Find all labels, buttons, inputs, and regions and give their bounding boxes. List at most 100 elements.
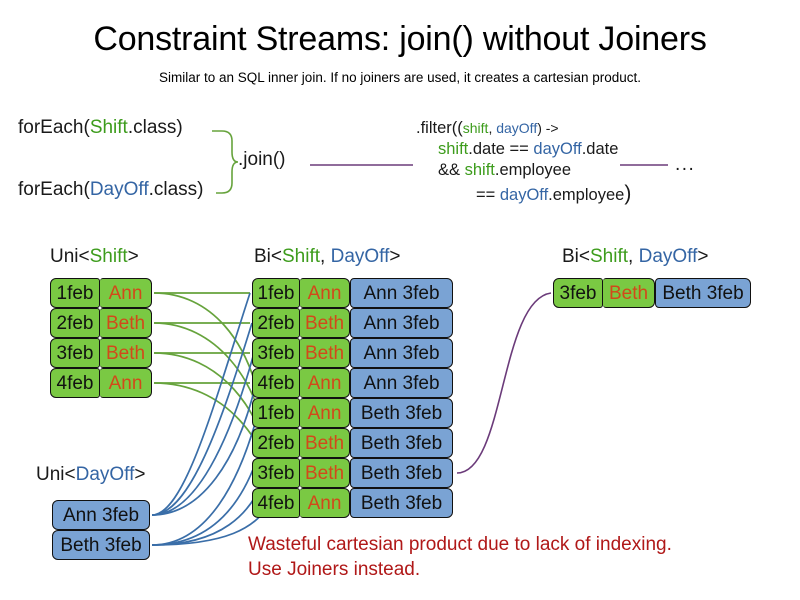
table-row[interactable]: 1feb Ann [50,278,152,308]
table-row[interactable]: 2feb Beth Beth 3feb [252,428,453,458]
list-item[interactable]: Ann 3feb [52,500,150,530]
table-row[interactable]: 4feb Ann Ann 3feb [252,368,453,398]
uni-dayoff-type: DayOff [75,464,135,485]
filter-line-2: shift.date == dayOff.date [416,139,631,160]
table-row[interactable]: 1feb Ann Ann 3feb [252,278,453,308]
filter-l1-b: ) -> [537,120,559,136]
bi-right-type2: DayOff [638,246,698,267]
shift-name-cell: Ann [300,368,350,398]
bi-right-type1: Shift [590,246,629,267]
table-row[interactable]: 3feb Beth [50,338,152,368]
bi-mid-prefix: Bi< [254,246,282,267]
table-row[interactable]: 3feb Beth Beth 3feb [553,278,751,308]
bi-mid-type1: Shift [282,246,321,267]
ellipsis-continuation: ... [675,154,696,175]
shift-date-cell: 4feb [50,368,100,398]
filter-l2-dayoff: dayOff [533,140,582,159]
table-row[interactable]: 2feb Beth [50,308,152,338]
dayoff-cell: Ann 3feb [350,368,453,398]
filter-line-4: == dayOff.employee) [416,181,631,208]
stream-header-uni-dayoff: Uni<DayOff> [36,464,146,486]
dayoff-cell: Beth 3feb [350,428,453,458]
filter-line-3: && shift.employee [416,160,631,181]
shift-date-cell: 2feb [50,308,100,338]
shift-name-cell: Beth [300,428,350,458]
bi-right-suffix: > [697,246,709,267]
shift-name-cell: Ann [100,278,152,308]
shift-date-cell: 2feb [252,308,300,338]
warning-line-1: Wasteful cartesian product due to lack o… [248,534,672,555]
uni-dayoff-suffix: > [134,464,146,485]
foreach-dayoff-type: DayOff [89,179,149,200]
bi-mid-type2: DayOff [330,246,390,267]
stream-header-bi-right: Bi<Shift, DayOff> [562,246,708,268]
shift-name-cell: Ann [300,278,350,308]
table-row[interactable]: 3feb Beth Beth 3feb [252,458,453,488]
shift-date-cell: 3feb [252,458,300,488]
shift-name-cell: Beth [300,458,350,488]
filter-l4-paren: ) [624,182,632,206]
page-subtitle: Similar to an SQL inner join. If no join… [159,70,641,85]
shift-name-cell: Beth [300,338,350,368]
filter-l3-a: && [438,161,465,180]
shift-date-cell: 3feb [252,338,300,368]
stream-header-bi-middle: Bi<Shift, DayOff> [254,246,400,268]
table-row[interactable]: 1feb Ann Beth 3feb [252,398,453,428]
shift-name-cell: Beth [100,308,152,338]
uni-shift-suffix: > [127,246,139,267]
filter-l4-b: .employee [548,186,625,205]
foreach-dayoff-prefix: forEach( [18,179,90,200]
code-join-label: .join() [238,149,286,170]
foreach-shift-prefix: forEach( [18,117,90,138]
foreach-dayoff-suffix: .class) [148,179,204,200]
shift-date-cell: 4feb [252,488,300,518]
shift-name-cell: Beth [603,278,655,308]
filter-l4-dayoff: dayOff [499,186,549,205]
bi-right-comma: , [628,246,639,267]
dayoff-cell: Beth 3feb [350,488,453,518]
code-filter-block: .filter((shift, dayOff) -> shift.date ==… [416,118,631,208]
filter-l4-a: == [476,186,500,205]
uni-dayoff-prefix: Uni< [36,464,76,485]
list-item[interactable]: Beth 3feb [52,530,150,560]
dayoff-cell: Ann 3feb [350,278,453,308]
foreach-shift-type: Shift [89,117,128,138]
table-row[interactable]: 4feb Ann [50,368,152,398]
warning-line-2: Use Joiners instead. [248,559,421,581]
shift-name-cell: Ann [300,488,350,518]
stream-header-uni-shift: Uni<Shift> [50,246,139,268]
filter-l1-comma: , [488,120,497,136]
page-title: Constraint Streams: join() without Joine… [93,20,707,58]
filter-l1-shift: shift [462,120,489,136]
filter-line-1: .filter((shift, dayOff) -> [416,118,631,139]
bi-mid-suffix: > [389,246,401,267]
code-foreach-shift: forEach(Shift.class) [18,118,183,137]
shift-name-cell: Ann [100,368,152,398]
table-row[interactable]: 3feb Beth Ann 3feb [252,338,453,368]
dayoff-cell: Ann 3feb [52,500,150,530]
shift-date-cell: 1feb [252,398,300,428]
warning-text: Wasteful cartesian product due to lack o… [248,532,672,582]
shift-name-cell: Beth [100,338,152,368]
shift-date-cell: 1feb [50,278,100,308]
filter-l3-shift: shift [464,161,495,180]
shift-date-cell: 4feb [252,368,300,398]
filter-l2-shift: shift [438,140,469,159]
uni-shift-type: Shift [89,246,128,267]
shift-name-cell: Beth [300,308,350,338]
filter-l2-a: .date == [468,140,534,159]
dayoff-cell: Ann 3feb [350,338,453,368]
filter-l2-b: .date [581,140,619,159]
code-foreach-dayoff: forEach(DayOff.class) [18,180,204,199]
table-row[interactable]: 4feb Ann Beth 3feb [252,488,453,518]
dayoff-cell: Beth 3feb [655,278,751,308]
dayoff-cell: Beth 3feb [52,530,150,560]
table-row[interactable]: 2feb Beth Ann 3feb [252,308,453,338]
dayoff-cell: Ann 3feb [350,308,453,338]
uni-shift-prefix: Uni< [50,246,90,267]
foreach-shift-suffix: .class) [127,117,183,138]
shift-date-cell: 3feb [50,338,100,368]
shift-date-cell: 3feb [553,278,603,308]
dayoff-cell: Beth 3feb [350,458,453,488]
shift-name-cell: Ann [300,398,350,428]
